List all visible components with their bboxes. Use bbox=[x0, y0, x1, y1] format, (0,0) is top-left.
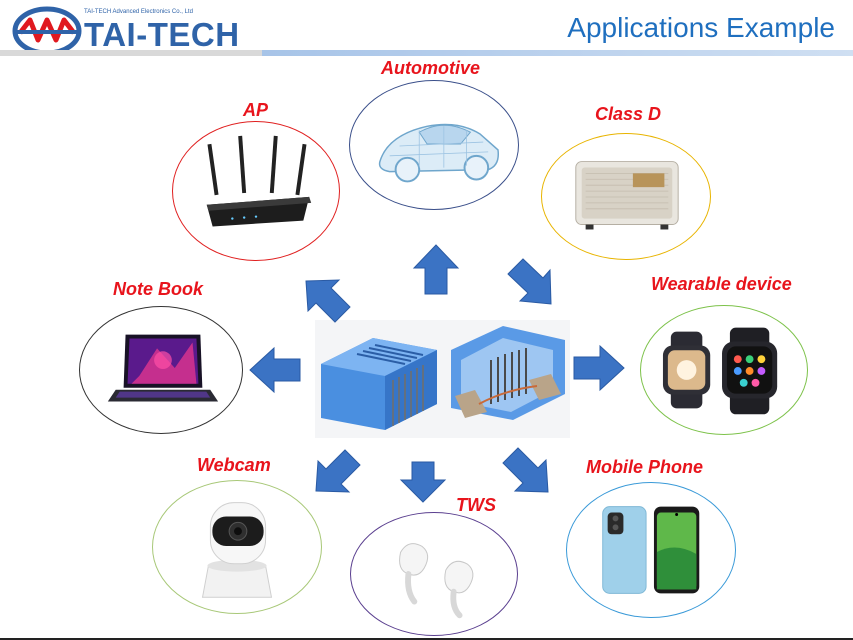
header-rule-blue bbox=[262, 50, 853, 56]
bubble-ap bbox=[172, 121, 340, 261]
footer-rule bbox=[0, 638, 853, 640]
arrow-up-right bbox=[507, 258, 552, 305]
bubble-wearable bbox=[640, 305, 808, 435]
bubble-notebook bbox=[79, 306, 243, 434]
arrow-up-left bbox=[305, 279, 351, 323]
arrow-down bbox=[399, 461, 447, 503]
laptop-icon bbox=[107, 334, 219, 402]
company-full-name: TAI-TECH Advanced Electronics Co., Ltd bbox=[84, 9, 193, 15]
arrow-down-left bbox=[315, 449, 361, 493]
bubble-webcam bbox=[152, 480, 322, 614]
smartphone-icon bbox=[602, 506, 700, 594]
speaker-icon bbox=[575, 161, 679, 230]
page-title: Applications Example bbox=[567, 12, 835, 43]
header-rule-gray bbox=[0, 50, 262, 56]
bubble-mobile-phone bbox=[566, 482, 736, 618]
smartwatch-icon bbox=[662, 327, 778, 415]
arrow-left bbox=[249, 346, 301, 394]
bubble-tws bbox=[350, 512, 518, 636]
header: TAI-TECH Advanced Electronics Co., Ltd T… bbox=[0, 0, 853, 64]
arrow-down-right bbox=[502, 447, 549, 493]
label-notebook: Note Book bbox=[113, 279, 203, 299]
label-webcam: Webcam bbox=[197, 455, 271, 475]
car-icon bbox=[378, 123, 500, 183]
arrow-right bbox=[573, 344, 625, 392]
arrow-up bbox=[412, 244, 460, 295]
label-automotive: Automotive bbox=[381, 58, 480, 78]
inductor-component-icon bbox=[315, 320, 570, 438]
company-logo-text: TAI-TECH bbox=[84, 16, 240, 53]
bubble-class-d bbox=[541, 133, 711, 260]
webcam-icon bbox=[201, 502, 273, 598]
bubble-automotive bbox=[349, 80, 519, 210]
tai-tech-logo-icon bbox=[12, 6, 82, 56]
label-wearable: Wearable device bbox=[651, 274, 792, 294]
label-mobile-phone: Mobile Phone bbox=[586, 457, 703, 477]
earbuds-icon bbox=[399, 543, 474, 619]
router-icon bbox=[206, 135, 312, 227]
label-ap: AP bbox=[243, 100, 269, 120]
label-class-d: Class D bbox=[595, 104, 662, 124]
label-tws: TWS bbox=[456, 495, 496, 515]
